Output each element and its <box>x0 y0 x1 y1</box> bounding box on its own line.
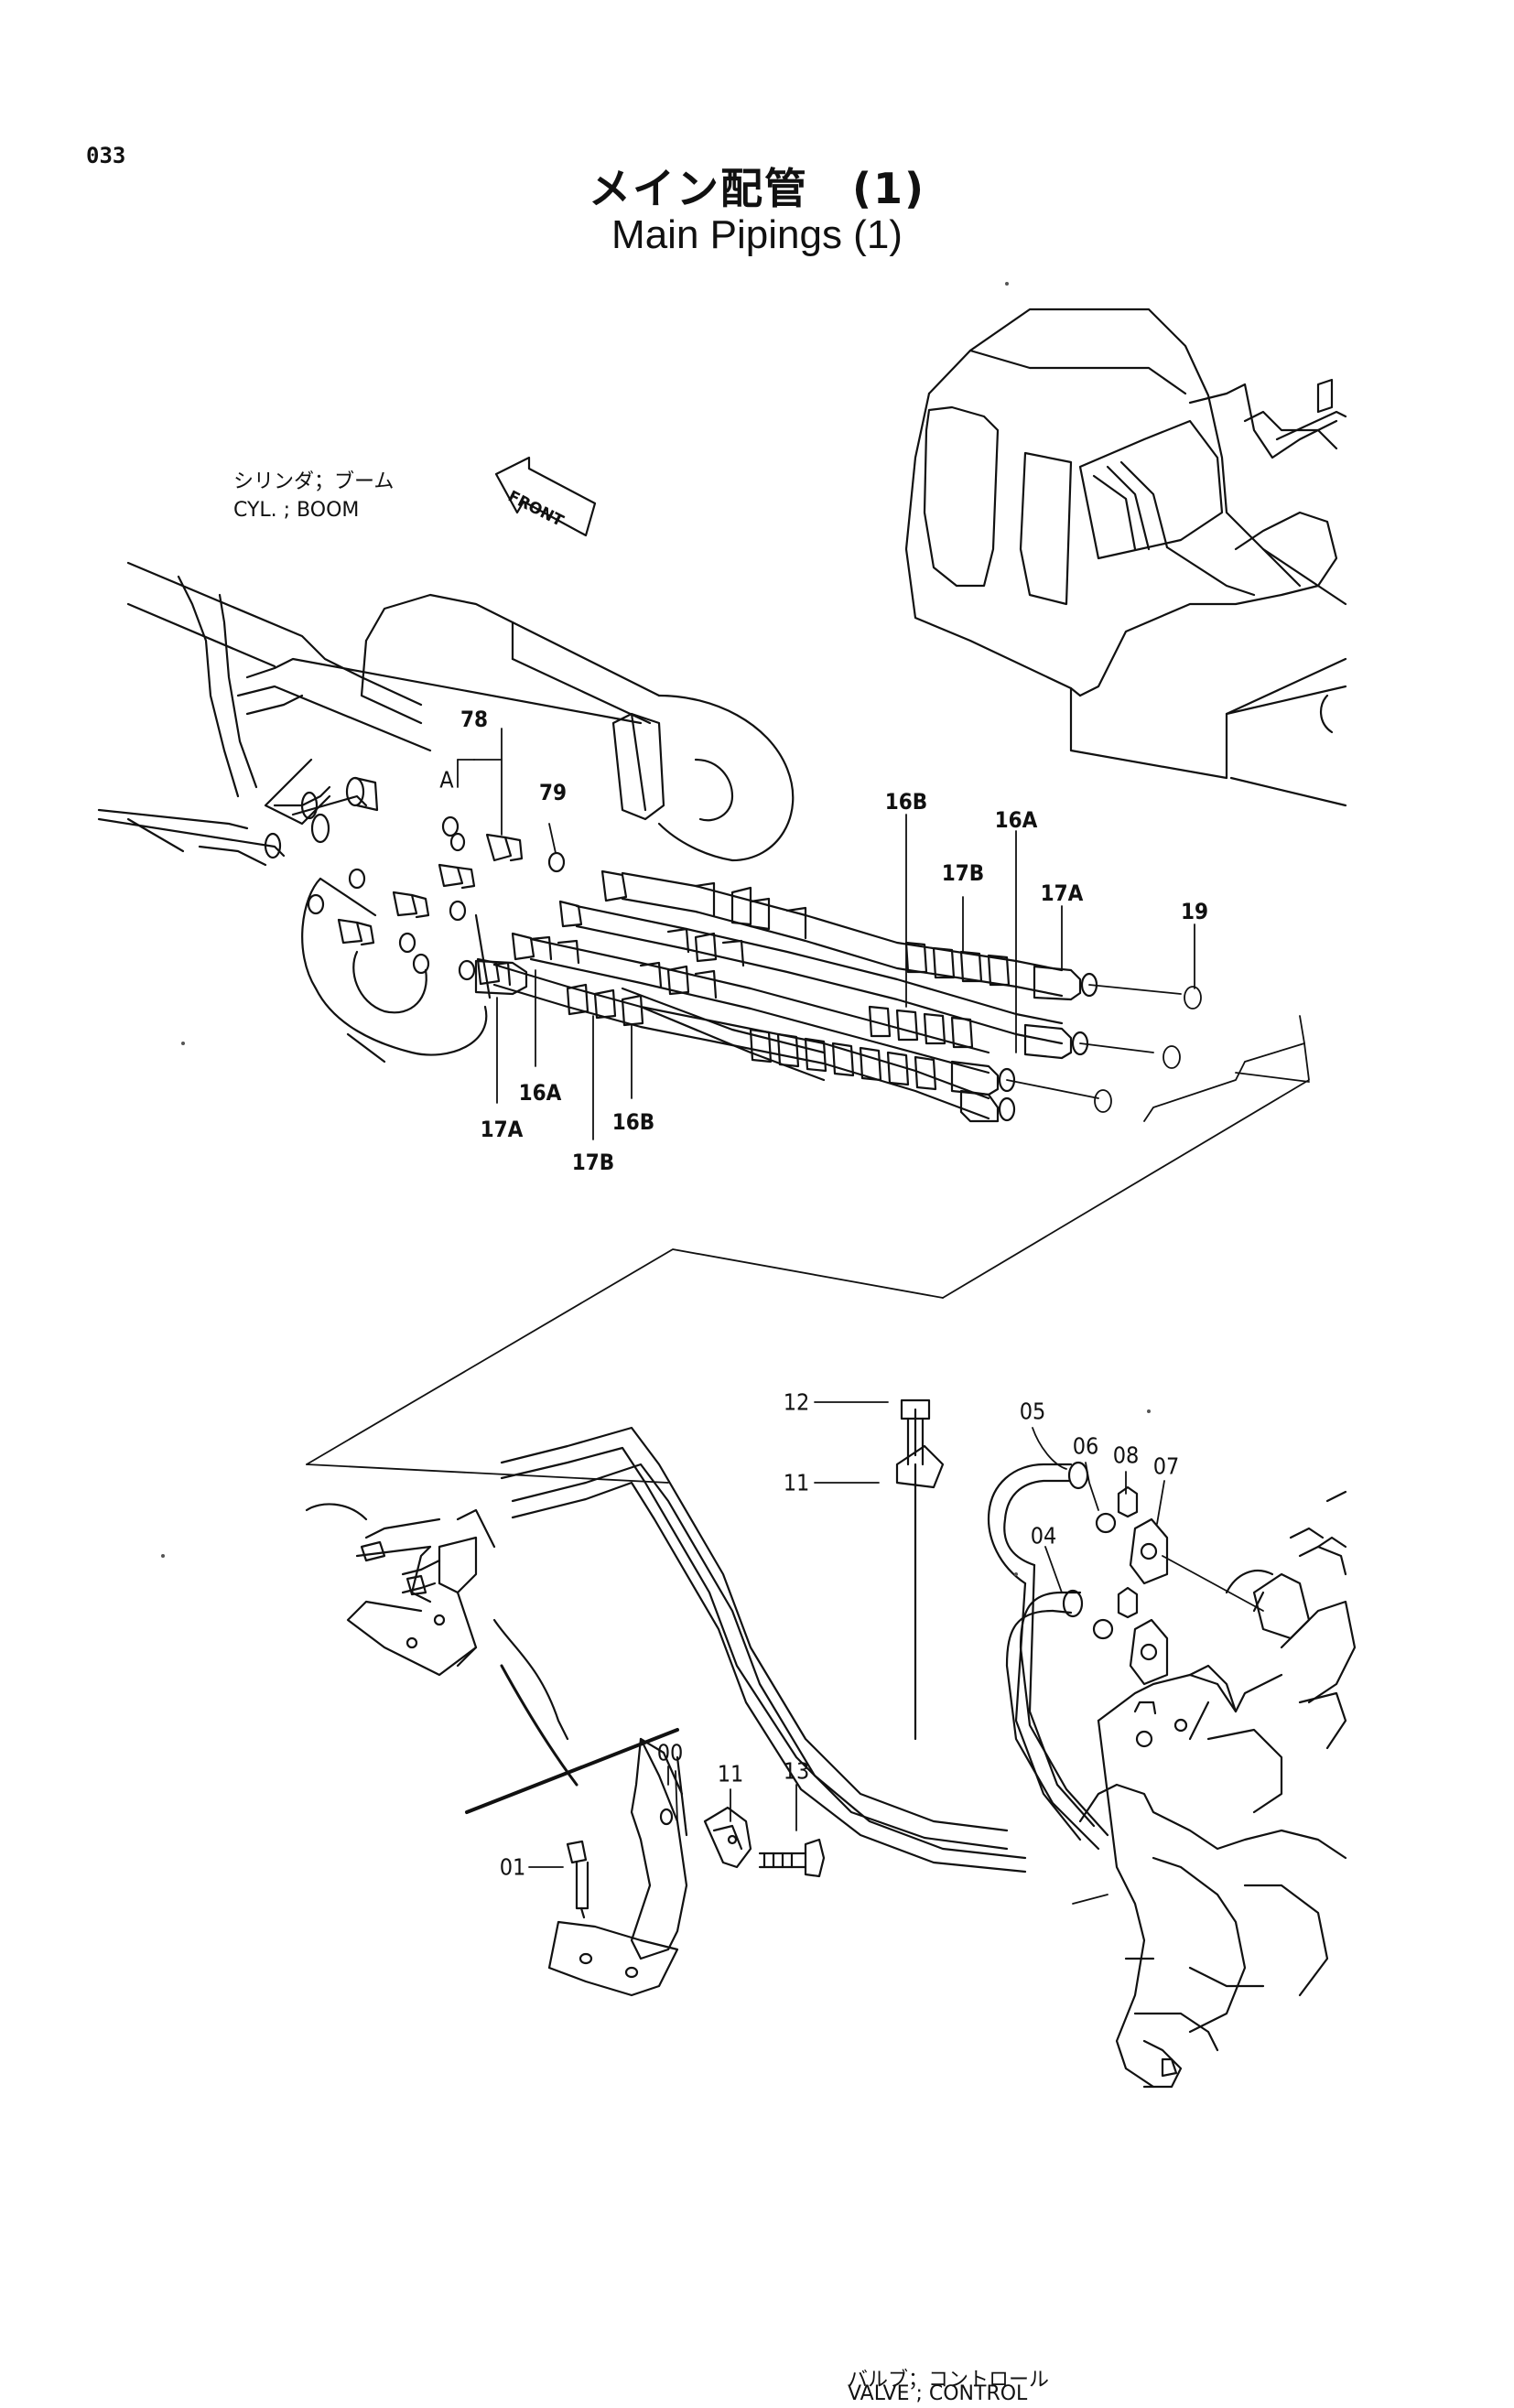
control-valve-illustration <box>1078 1490 1357 2089</box>
leader-lines-lower <box>528 1401 1264 1905</box>
page-number: 033 <box>86 143 126 168</box>
callout-78: 78 <box>460 707 489 732</box>
callout-17B-top: 17B <box>941 860 985 886</box>
callout-12: 12 <box>783 1388 810 1416</box>
detail-inset <box>465 1664 826 1997</box>
section-break-lines <box>306 1015 1310 1484</box>
parts-diagram <box>97 282 1357 2089</box>
callout-16B-bottom: 16B <box>611 1109 655 1135</box>
callout-16A-top: 16A <box>994 807 1038 833</box>
callout-17B-bottom: 17B <box>571 1150 615 1175</box>
callout-07: 07 <box>1152 1452 1180 1480</box>
callout-13: 13 <box>783 1757 810 1785</box>
title-japanese: メイン配管 (1) <box>588 164 926 213</box>
callout-16A-bottom: 16A <box>518 1080 562 1106</box>
callout-17A-bottom: 17A <box>480 1117 524 1142</box>
cylinder-label-ja: シリンダ；ブーム <box>233 470 395 493</box>
callout-08: 08 <box>1112 1442 1140 1469</box>
callout-16B-top: 16B <box>884 789 928 815</box>
hose-assemblies <box>474 871 1098 1123</box>
callout-19: 19 <box>1180 899 1209 924</box>
title-english: Main Pipings (1) <box>611 212 903 257</box>
callout-04: 04 <box>1030 1522 1057 1550</box>
leader-lines-upper <box>457 728 1202 1140</box>
callout-A: A <box>439 766 454 794</box>
excavator-cab-illustration <box>904 308 1347 807</box>
callout-06: 06 <box>1072 1432 1099 1460</box>
boom-cylinder-illustration <box>97 561 795 1064</box>
piping-assembly-illustration <box>305 1398 1169 1873</box>
valve-label-en: VALVE ; CONTROL <box>848 2382 1028 2405</box>
fittings-and-orings <box>264 776 628 986</box>
cylinder-label-en: CYL. ; BOOM <box>233 499 360 522</box>
callout-17A-top: 17A <box>1040 880 1084 906</box>
front-arrow-icon <box>494 456 597 537</box>
callout-00: 00 <box>656 1739 684 1766</box>
callout-05: 05 <box>1019 1398 1046 1425</box>
callout-79: 79 <box>538 780 568 805</box>
callout-11-bottom: 11 <box>717 1760 744 1787</box>
callout-11-top: 11 <box>783 1469 810 1496</box>
scan-specks <box>161 282 1151 1576</box>
callout-01: 01 <box>499 1853 526 1881</box>
